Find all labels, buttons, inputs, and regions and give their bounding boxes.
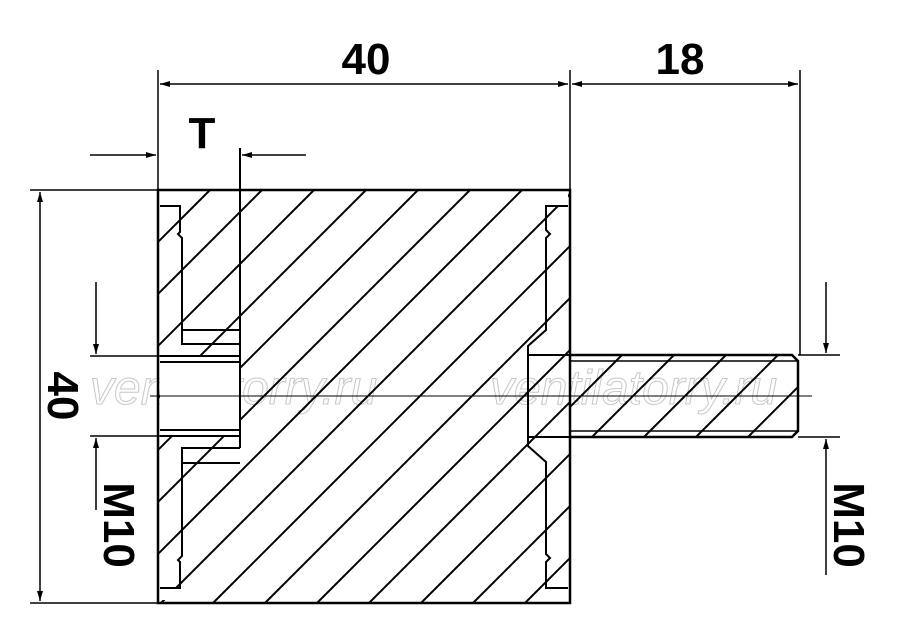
hatch-line	[158, 190, 315, 348]
watermark-right: ventilatorry.ru	[490, 362, 777, 415]
dimension-label-body-width: 40	[342, 35, 391, 84]
dimension-label-right-thread: M10	[824, 482, 873, 568]
dimension-lines	[37, 81, 829, 601]
dimension-label-stud-length: 18	[656, 35, 705, 84]
hatch-line	[158, 190, 263, 296]
hatch-line	[852, 355, 900, 437]
hatch-line	[889, 190, 900, 603]
left-insert-outline	[160, 148, 241, 589]
hatch-line	[472, 504, 570, 603]
hatch-line	[800, 355, 882, 437]
dimension-label-insert-depth: T	[189, 109, 216, 158]
hatch-line	[368, 400, 570, 603]
hatch-line	[420, 452, 570, 603]
dimension-label-left-thread: M10	[94, 482, 143, 568]
extension-lines	[30, 70, 840, 604]
dimension-label-body-diameter: 40	[38, 372, 87, 421]
